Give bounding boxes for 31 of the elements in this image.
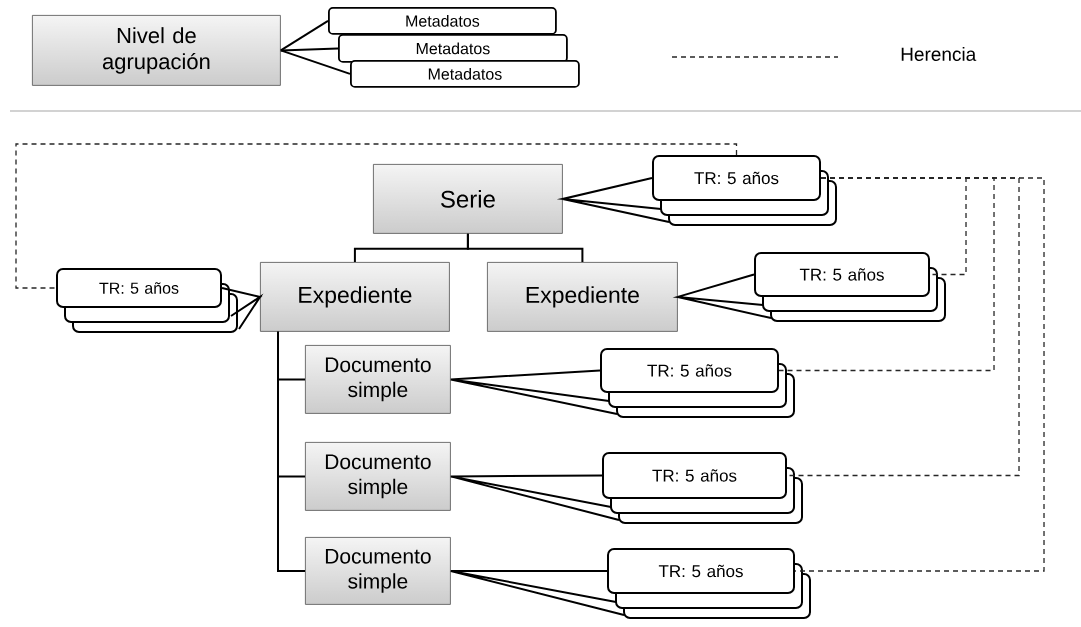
- card-stack: TR: 5 años: [754, 252, 946, 322]
- card-stack: TR: 5 años: [56, 268, 238, 333]
- level-box: Serie: [373, 164, 563, 234]
- card-stack: TR: 5 años: [600, 348, 795, 418]
- level-box: Documento simple: [305, 345, 451, 414]
- connector-fan: [449, 474, 620, 521]
- metadata-card: Metadatos: [338, 34, 568, 63]
- inheritance-line: [15, 143, 738, 289]
- connector-line: [279, 47, 339, 52]
- connector-line: [279, 49, 351, 75]
- card-stack: TR: 5 años: [652, 155, 837, 226]
- card-stack: TR: 5 años: [602, 452, 803, 524]
- card-stack: TR: 5 años: [607, 548, 811, 619]
- level-box: Expediente: [487, 262, 678, 332]
- level-box: Nivel de agrupación: [32, 15, 281, 86]
- metadata-card: Metadatos: [350, 60, 580, 88]
- inheritance-line: [794, 177, 1045, 572]
- level-box: Documento simple: [305, 537, 451, 605]
- inheritance-line: [778, 177, 995, 372]
- connector-line: [279, 19, 329, 52]
- level-box: Documento simple: [305, 442, 451, 511]
- connector-fan: [449, 369, 618, 415]
- connector-line: [277, 330, 306, 572]
- connector-fan: [449, 569, 625, 616]
- legend-label: Herencia: [901, 47, 977, 61]
- connector-fan: [221, 287, 264, 330]
- metadata-card: Metadatos: [328, 7, 557, 35]
- connector-fan: [672, 273, 772, 319]
- level-box: Expediente: [260, 262, 450, 332]
- connector-line: [466, 232, 584, 263]
- connector-fan: [556, 177, 670, 223]
